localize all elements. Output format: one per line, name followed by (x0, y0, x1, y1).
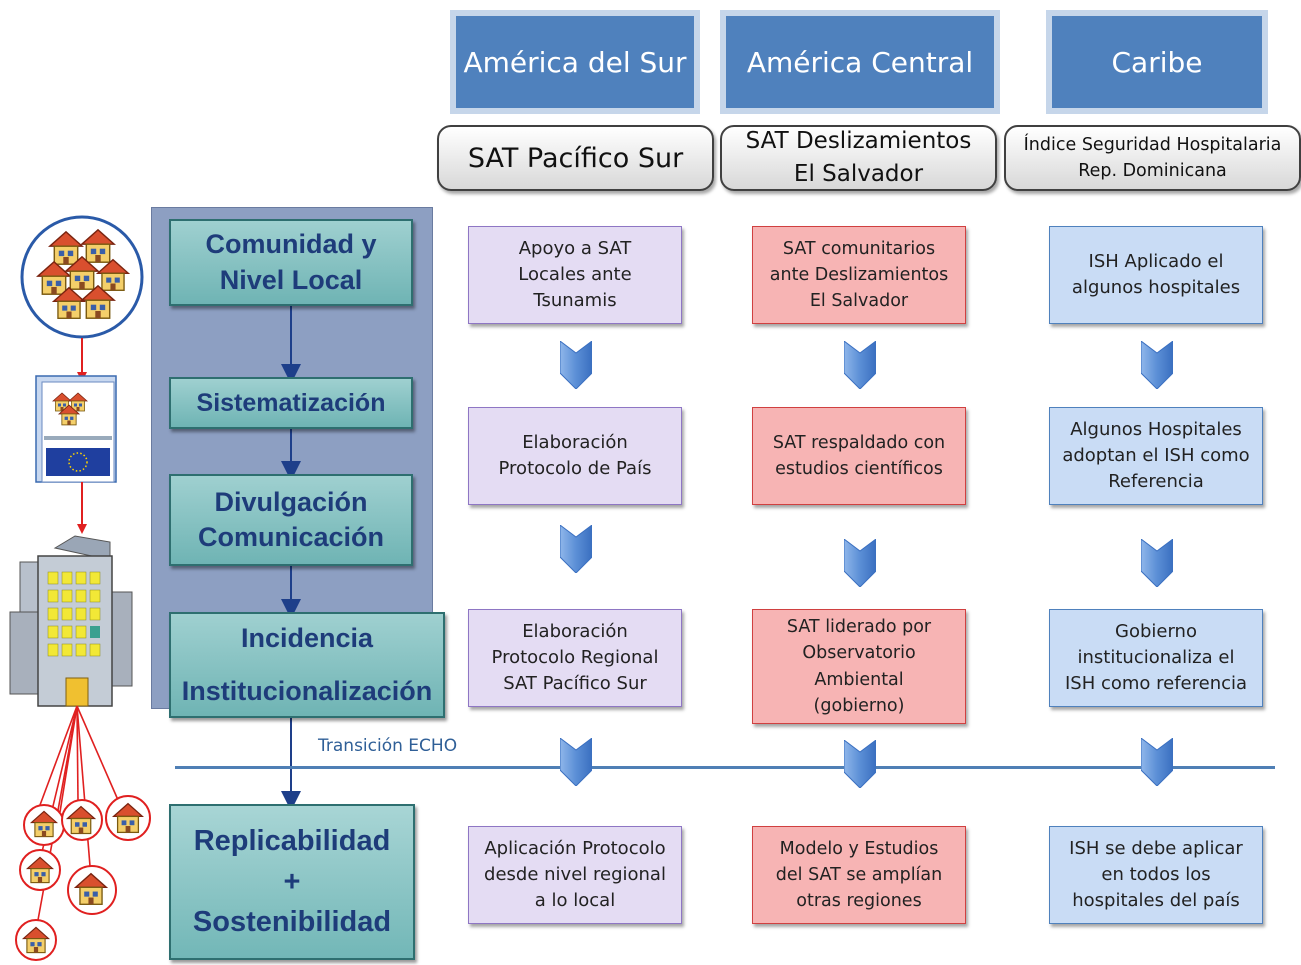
central-step-1: SAT comunitarios ante Deslizamientos El … (752, 226, 966, 324)
stage-label-sostenibilidad: Sostenibilidad (192, 906, 392, 939)
project-header-sat-deslizamientos: SAT Deslizamientos El Salvador (720, 125, 997, 191)
chevron-down-icon (560, 738, 592, 786)
publication-book-icon (35, 375, 117, 483)
sur-step-2: Elaboración Protocolo de País (468, 407, 682, 505)
stage-label-plus: + (283, 865, 301, 898)
region-header-america-del-sur: América del Sur (456, 16, 694, 108)
project-header-indice-seguridad-hospitalaria: Índice Seguridad Hospitalaria Rep. Domin… (1004, 125, 1301, 191)
stage-divulgacion-comunicacion: Divulgación Comunicación (169, 474, 413, 566)
stage-incidencia-institucionalizacion: Incidencia Institucionalización (169, 612, 445, 718)
chevron-down-icon (560, 341, 592, 389)
central-step-3: SAT liderado por Observatorio Ambiental … (752, 609, 966, 724)
caribe-step-3: Gobierno institucionaliza el ISH como re… (1049, 609, 1263, 707)
illustration-layer (9, 215, 151, 961)
stage-sistematizacion: Sistematización (169, 377, 413, 429)
chevron-down-icon (560, 525, 592, 573)
central-step-4: Modelo y Estudios del SAT se amplían otr… (752, 826, 966, 924)
sur-step-4: Aplicación Protocolo desde nivel regiona… (468, 826, 682, 924)
region-header-caribe: Caribe (1052, 16, 1262, 108)
caribe-step-2: Algunos Hospitales adoptan el ISH como R… (1049, 407, 1263, 505)
stage-label-incidencia: Incidencia (240, 623, 374, 654)
region-label: Caribe (1111, 45, 1203, 79)
chevron-down-icon (1141, 341, 1173, 389)
chevron-down-icon (844, 539, 876, 587)
government-building-icon (9, 535, 133, 707)
region-header-america-central: América Central (726, 16, 994, 108)
project-label: SAT Deslizamientos El Salvador (745, 127, 972, 187)
region-label: América Central (746, 45, 974, 79)
caribe-step-1: ISH Aplicado el algunos hospitales (1049, 226, 1263, 324)
chevron-down-icon (844, 740, 876, 788)
project-header-sat-pacifico-sur: SAT Pacífico Sur (437, 125, 714, 191)
transition-line (175, 766, 1275, 769)
sur-step-3: Elaboración Protocolo Regional SAT Pacíf… (468, 609, 682, 707)
stage-label-institucionalizacion: Institucionalización (181, 676, 433, 706)
central-step-2: SAT respaldado con estudios científicos (752, 407, 966, 505)
chevron-down-icon (1141, 738, 1173, 786)
chevron-down-icon (844, 341, 876, 389)
sur-step-1: Apoyo a SAT Locales ante Tsunamis (468, 226, 682, 324)
project-label: SAT Pacífico Sur (467, 142, 684, 174)
transition-label: Transición ECHO (318, 736, 458, 756)
region-label: América del Sur (463, 45, 687, 79)
community-houses-icon (20, 215, 144, 339)
caribe-step-4: ISH se debe aplicar en todos los hospita… (1049, 826, 1263, 924)
stage-comunidad-nivel-local: Comunidad y Nivel Local (169, 219, 413, 306)
chevron-down-icon (1141, 539, 1173, 587)
project-label: Índice Seguridad Hospitalaria Rep. Domin… (1023, 134, 1282, 181)
stage-replicabilidad-sostenibilidad: Replicabilidad + Sostenibilidad (169, 804, 415, 960)
stage-label-replicabilidad: Replicabilidad (193, 825, 391, 858)
